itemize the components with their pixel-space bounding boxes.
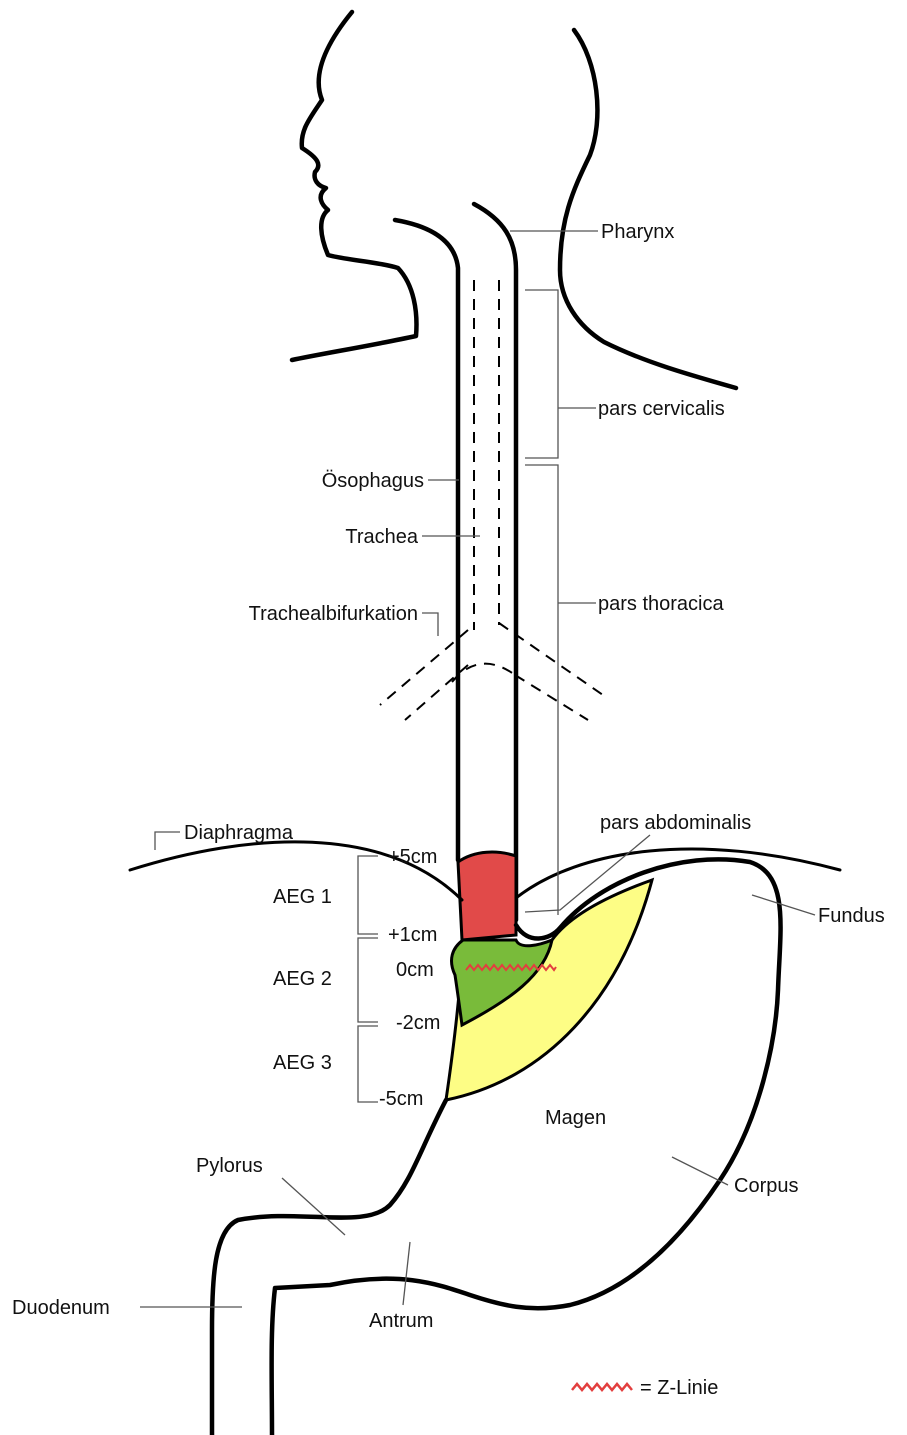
bifurcation-carina — [452, 664, 515, 682]
label-trachea: Trachea — [345, 526, 419, 548]
leader-pylorus — [282, 1178, 345, 1235]
brace-cervicalis — [525, 290, 558, 458]
head-face-outline — [292, 12, 416, 360]
label-duodenum: Duodenum — [12, 1297, 110, 1319]
label-aeg1: AEG 1 — [273, 886, 332, 908]
leader-antrum — [403, 1242, 410, 1305]
label-pars-abdominalis: pars abdominalis — [600, 812, 751, 834]
label-minus5cm: -5cm — [379, 1088, 423, 1110]
label-antrum: Antrum — [369, 1310, 433, 1332]
bifurcation-right-inner — [515, 675, 588, 720]
leader-bifurkation — [422, 613, 438, 636]
label-pylorus: Pylorus — [196, 1155, 263, 1177]
leader-fundus — [752, 895, 815, 915]
label-plus5cm: +5cm — [388, 846, 437, 868]
aeg1-zone — [458, 852, 516, 940]
legend-z-line-icon — [572, 1384, 632, 1390]
label-magen: Magen — [545, 1107, 606, 1129]
label-pars-thoracica: pars thoracica — [598, 593, 724, 615]
bracket-aeg3 — [358, 1026, 378, 1102]
label-aeg3: AEG 3 — [273, 1052, 332, 1074]
bracket-aeg1 — [358, 856, 378, 934]
label-plus1cm: +1cm — [388, 924, 437, 946]
brace-thoracica — [525, 465, 558, 915]
label-trachealbifurkation: Trachealbifurkation — [249, 603, 418, 625]
label-oesophagus: Ösophagus — [322, 470, 424, 492]
diaphragm-line-right — [516, 849, 840, 898]
label-pharynx: Pharynx — [601, 221, 674, 243]
label-diaphragma: Diaphragma — [184, 822, 294, 844]
label-aeg2: AEG 2 — [273, 968, 332, 990]
label-fundus: Fundus — [818, 905, 885, 927]
label-corpus: Corpus — [734, 1175, 798, 1197]
label-pars-cervicalis: pars cervicalis — [598, 398, 725, 420]
head-back-outline — [560, 30, 736, 388]
oesophagus-right-wall — [474, 204, 516, 920]
bifurcation-left-bronchus — [380, 630, 468, 705]
bracket-aeg2 — [358, 938, 378, 1022]
leader-corpus — [672, 1157, 728, 1185]
label-minus2cm: -2cm — [396, 1012, 440, 1034]
leader-diaphragma — [155, 832, 180, 850]
stomach-lesser-curvature — [212, 1100, 446, 1435]
label-0cm: 0cm — [396, 959, 434, 981]
legend-z-line-label: = Z-Linie — [640, 1377, 718, 1399]
